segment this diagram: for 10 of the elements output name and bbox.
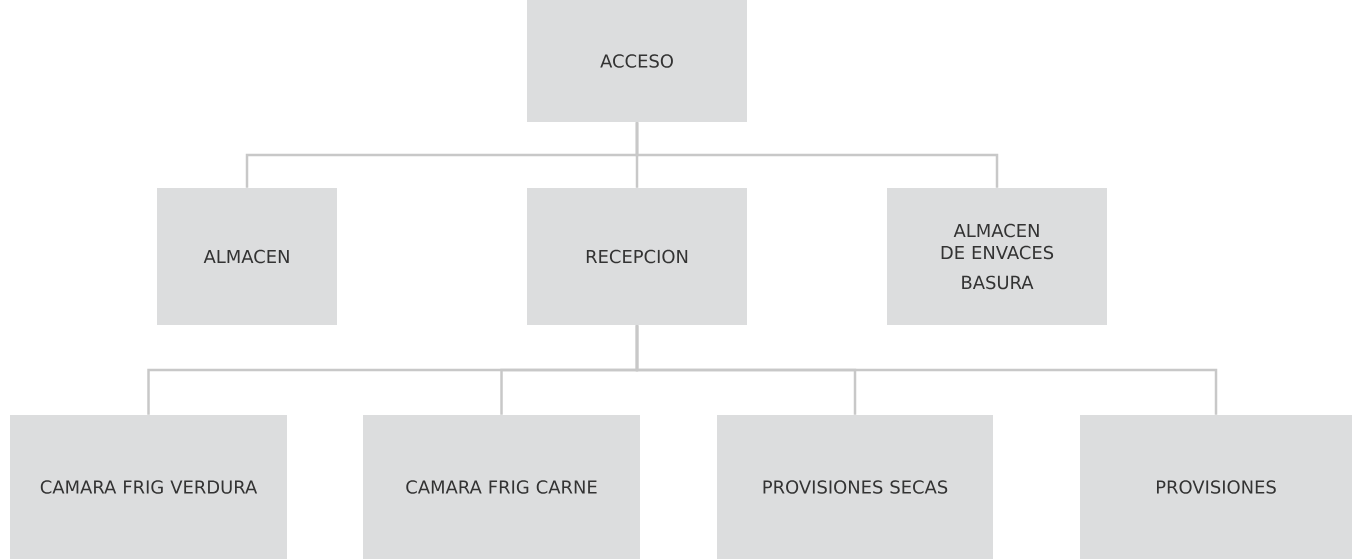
connector-line: [635, 325, 1218, 415]
box: PROVISIONES SECAS: [717, 415, 993, 559]
box: CAMARA FRIG VERDURA: [10, 415, 287, 559]
box: RECEPCION: [527, 188, 747, 325]
connector-line: [635, 122, 999, 188]
box: PROVISIONES: [1080, 415, 1352, 559]
box: ALMACEN DE ENVACES BASURA: [887, 188, 1107, 325]
box: ACCESO: [527, 0, 747, 122]
box: CAMARA FRIG CARNE: [363, 415, 640, 559]
box: ALMACEN: [157, 188, 337, 325]
